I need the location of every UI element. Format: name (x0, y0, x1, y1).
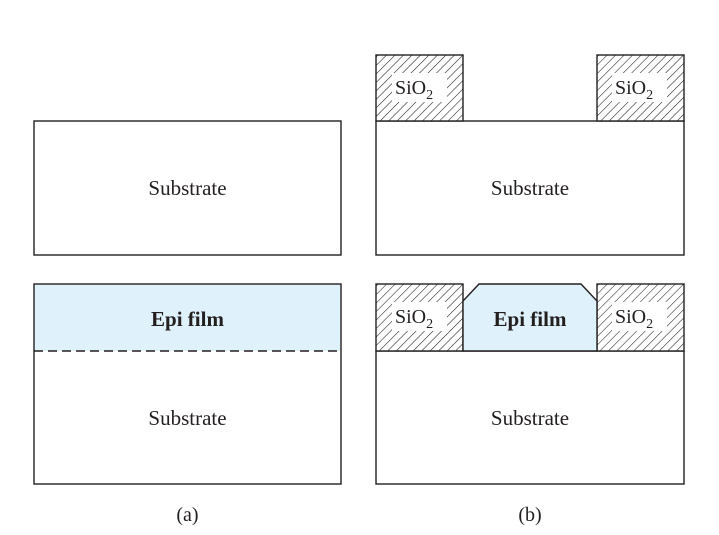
substrate-label: Substrate (148, 176, 226, 200)
panel-a-before: Substrate (33, 120, 342, 256)
panel-b-after: SiO2 SiO2 Epi film Substrate (375, 283, 685, 485)
substrate-label: Substrate (491, 406, 569, 430)
substrate-label: Substrate (148, 406, 226, 430)
panel-a-after-outline (33, 283, 342, 485)
substrate-a-top (33, 120, 342, 256)
epi-film-label: Epi film (494, 307, 567, 331)
oxide-label-left: SiO2 (395, 77, 433, 103)
selective-epi-film (462, 283, 598, 352)
substrate-a-bottom (34, 351, 341, 484)
oxide-label-bg (392, 73, 447, 102)
substrate-b-top (375, 120, 685, 256)
oxide-label-left: SiO2 (395, 306, 433, 332)
caption-b: (b) (518, 504, 541, 526)
caption-a: (a) (176, 504, 198, 526)
oxide-label-right: SiO2 (615, 77, 653, 103)
substrate-label: Substrate (491, 176, 569, 200)
epi-film-layer (34, 284, 341, 351)
oxide-label-bg (612, 73, 667, 102)
oxide-label-bg (392, 302, 447, 331)
oxide-block-right (596, 54, 685, 122)
panel-a-after: Epi film Substrate (33, 283, 342, 485)
oxide-label-bg (612, 302, 667, 331)
oxide-label-right: SiO2 (615, 306, 653, 332)
epi-film-label: Epi film (151, 307, 224, 331)
panel-b-before: SiO2 SiO2 Substrate (375, 54, 685, 256)
